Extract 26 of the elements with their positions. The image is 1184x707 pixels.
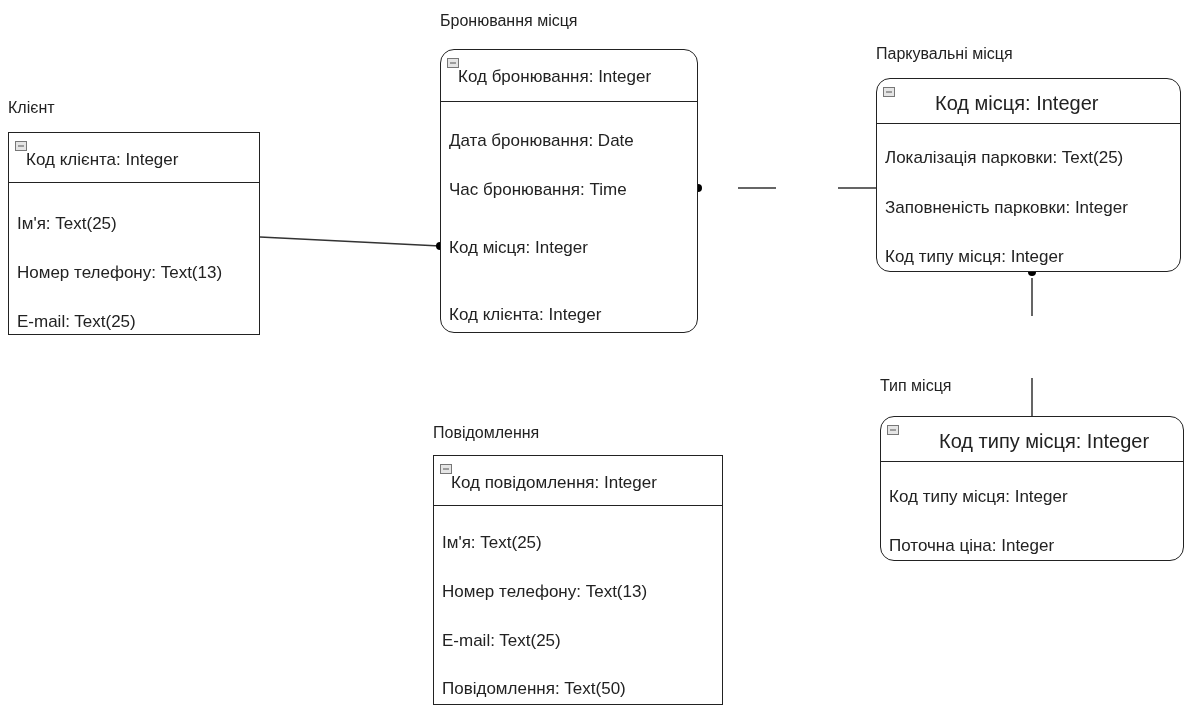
attribute-field: Номер телефону: Text(13) [17, 260, 223, 286]
primary-key-field: Код клієнта: Integer [26, 147, 179, 173]
attribute-field: Код місця: Integer [449, 235, 588, 261]
primary-key-field: Код повідомлення: Integer [451, 470, 657, 496]
table-title: Бронювання місця [440, 11, 578, 31]
primary-key-field: Код бронювання: Integer [458, 64, 652, 90]
table-title: Клієнт [8, 98, 55, 118]
primary-key-field: Код типу місця: Integer [939, 426, 1150, 456]
attribute-field: Код типу місця: Integer [885, 244, 1064, 270]
attribute-field: Поточна ціна: Integer [889, 533, 1055, 559]
attribute-field: Ім'я: Text(25) [442, 530, 542, 556]
table-title: Паркувальні місця [876, 44, 1013, 64]
table-title: Повідомлення [433, 423, 540, 443]
table-title: Тип місця [880, 376, 952, 396]
attribute-field: E-mail: Text(25) [442, 628, 561, 654]
attribute-field: Повідомлення: Text(50) [442, 676, 626, 702]
attribute-field: Код типу місця: Integer [889, 484, 1068, 510]
attribute-field: Заповненість парковки: Integer [885, 195, 1128, 221]
primary-key-field: Код місця: Integer [935, 88, 1099, 118]
attribute-field: E-mail: Text(25) [17, 309, 136, 335]
attribute-field: Локалізація парковки: Text(25) [885, 145, 1124, 171]
attribute-field: Час бронювання: Time [449, 177, 627, 203]
attribute-field: Дата бронювання: Date [449, 128, 634, 154]
attribute-field: Код клієнта: Integer [449, 302, 602, 328]
attribute-field: Номер телефону: Text(13) [442, 579, 648, 605]
attribute-field: Ім'я: Text(25) [17, 211, 117, 237]
